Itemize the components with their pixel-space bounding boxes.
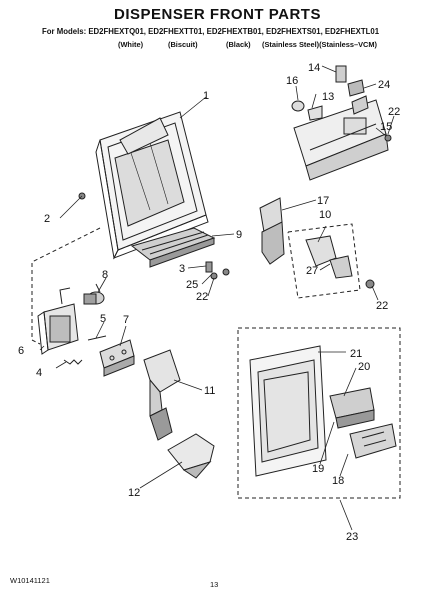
models-line: For Models: ED2FHEXTQ01, ED2FHEXTT01, ED… bbox=[42, 27, 380, 36]
callout-23: 23 bbox=[346, 531, 358, 543]
lens bbox=[347, 79, 365, 97]
control-module bbox=[329, 387, 397, 459]
motor-block bbox=[37, 287, 79, 355]
footer-code: W10141121 bbox=[10, 576, 50, 585]
pin bbox=[87, 335, 107, 341]
callout-24: 24 bbox=[378, 79, 390, 91]
callout-21: 21 bbox=[350, 348, 362, 360]
callout-22-a: 22 bbox=[196, 291, 208, 303]
front-bezel bbox=[249, 345, 327, 477]
callout-9: 9 bbox=[236, 229, 242, 241]
ice-chute bbox=[167, 433, 215, 479]
callout-6: 6 bbox=[18, 345, 24, 357]
callout-14: 14 bbox=[308, 62, 320, 74]
callout-22-b: 22 bbox=[376, 300, 388, 312]
callout-25: 25 bbox=[186, 279, 198, 291]
light-socket bbox=[335, 65, 347, 83]
color-stainless: (Stainless Steel)(Stainless–VCM) bbox=[262, 40, 378, 49]
bulb bbox=[291, 100, 305, 112]
clip bbox=[307, 105, 323, 121]
water-paddle bbox=[259, 197, 285, 265]
switch-assembly bbox=[287, 223, 361, 299]
callout-20: 20 bbox=[358, 361, 370, 373]
control-housing bbox=[293, 99, 389, 181]
page-number: 13 bbox=[210, 580, 219, 589]
callout-27: 27 bbox=[306, 265, 318, 277]
board bbox=[351, 95, 369, 115]
front-panel-box bbox=[237, 327, 401, 499]
callout-4: 4 bbox=[36, 367, 42, 379]
callout-22-c: 22 bbox=[388, 106, 400, 118]
callout-16: 16 bbox=[286, 75, 298, 87]
callout-7: 7 bbox=[123, 314, 129, 326]
callout-1: 1 bbox=[203, 90, 209, 102]
callout-8: 8 bbox=[102, 269, 108, 281]
screw bbox=[384, 134, 392, 142]
ice-paddle-arm bbox=[143, 349, 181, 441]
screw bbox=[205, 261, 213, 273]
color-biscuit: (Biscuit) bbox=[168, 40, 198, 49]
callout-11: 11 bbox=[204, 385, 215, 397]
callout-13: 13 bbox=[322, 91, 334, 103]
callout-2: 2 bbox=[44, 213, 50, 225]
callout-18: 18 bbox=[332, 475, 344, 487]
screw bbox=[365, 279, 375, 289]
solenoid bbox=[83, 283, 105, 305]
callout-12: 12 bbox=[128, 487, 140, 499]
drip-tray bbox=[130, 227, 216, 268]
callout-3: 3 bbox=[179, 263, 185, 275]
page-title: DISPENSER FRONT PARTS bbox=[114, 6, 321, 23]
callout-17: 17 bbox=[317, 195, 329, 207]
callout-19: 19 bbox=[312, 463, 324, 475]
callout-10: 10 bbox=[319, 209, 331, 221]
spring bbox=[63, 359, 83, 365]
callout-5: 5 bbox=[100, 313, 106, 325]
lever-bracket bbox=[99, 339, 135, 377]
color-white: (White) bbox=[118, 40, 144, 49]
dispenser-housing bbox=[95, 111, 209, 260]
color-black: (Black) bbox=[226, 40, 251, 49]
screw bbox=[222, 268, 230, 276]
callout-15: 15 bbox=[380, 121, 392, 133]
